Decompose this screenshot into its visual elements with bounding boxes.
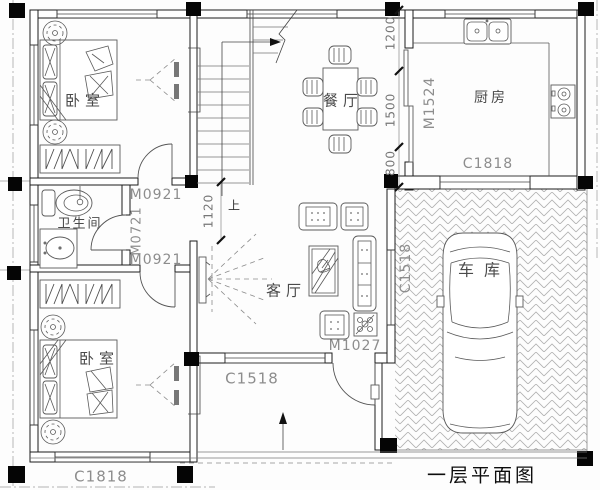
- dining-furniture: 餐厅: [302, 45, 378, 154]
- kitchen-fixtures: 厨房 C1818: [413, 18, 576, 176]
- stair-break-line: [275, 9, 298, 64]
- toilet: [41, 189, 93, 217]
- entry-door: [332, 362, 380, 406]
- wardrobe-top: [39, 144, 121, 174]
- gas-stove: [550, 84, 576, 119]
- coffee-table: [308, 245, 339, 297]
- garage-label: 车库: [458, 261, 510, 280]
- stair-direction-arrow: [270, 38, 281, 46]
- garage-window-label: C1518: [398, 243, 414, 293]
- stairs-up-label: 上: [228, 199, 240, 213]
- shower-symbol: [76, 186, 84, 206]
- throw-pillow: [84, 70, 114, 100]
- bedroom-bottom-door-label: M0921: [130, 252, 183, 268]
- living-window-label: C1518: [225, 370, 279, 388]
- wash-basin: [39, 228, 78, 269]
- garage-west-window: [386, 249, 396, 326]
- blanket-fold: [39, 84, 67, 121]
- dining-chair: [356, 77, 378, 97]
- fan-swirl: [42, 119, 68, 145]
- dim-1120: 1120: [202, 194, 216, 229]
- fan-swirl: [42, 20, 68, 46]
- bedroom-top-north-window: [56, 9, 158, 19]
- bathroom-label: 卫生间: [57, 217, 102, 232]
- bathroom-west-window: [29, 204, 39, 263]
- entrance-porch: [30, 412, 587, 464]
- dim-800: 800: [384, 150, 398, 176]
- kitchen-window-label: C1818: [463, 156, 513, 172]
- bedroom-top-furniture: 卧室: [39, 20, 121, 174]
- bedroom-bottom-west-window: [29, 329, 39, 426]
- bathroom-door-label: M0721: [130, 206, 145, 255]
- living-furniture: 客厅: [198, 202, 378, 340]
- dining-chair: [356, 107, 378, 127]
- living-label: 客厅: [266, 282, 306, 300]
- dimension-1120: 1120: [202, 177, 226, 245]
- entry-door-label: M1027: [329, 338, 382, 354]
- bedroom-bottom-south-window: [54, 451, 151, 463]
- bedroom-bottom-furniture: 卧室: [39, 279, 121, 445]
- armchair: [319, 310, 350, 340]
- floor-plan-title: 一层平面图: [427, 465, 537, 487]
- dining-label: 餐厅: [323, 92, 363, 110]
- throw-pillow: [86, 389, 114, 416]
- dimension-chain-vertical: 1200 1500 800: [384, 5, 404, 192]
- kitchen-sliding-door: [403, 49, 414, 163]
- staircase: 上: [197, 9, 298, 213]
- kitchen-sink: [463, 18, 512, 45]
- tv-unit: [198, 233, 272, 325]
- opening-labels: M0921 M0721 M0921 M1524 M1027 C1518 C151…: [74, 77, 438, 486]
- bedroom-top-casement: [136, 47, 201, 113]
- potted-plant: [353, 312, 378, 337]
- dining-chair: [328, 134, 352, 154]
- fan-swirl: [40, 419, 66, 445]
- fan-swirl: [40, 314, 66, 340]
- wardrobe-bottom: [39, 279, 121, 309]
- bedroom-bottom-label: 卧室: [79, 350, 119, 368]
- blanket-fold: [39, 339, 67, 376]
- dining-table: [322, 67, 359, 131]
- bedroom-bottom-door: [139, 271, 176, 308]
- throw-pillow: [85, 366, 114, 393]
- bedroom-top-door: [137, 143, 173, 179]
- dim-1200: 1200: [384, 16, 398, 51]
- bedroom-top-door-label: M0921: [130, 187, 183, 203]
- entry-arrow: [279, 412, 287, 424]
- garage-north-window: [439, 175, 531, 190]
- columns: [7, 2, 594, 483]
- bathroom-door: [90, 214, 127, 251]
- armchair: [340, 202, 369, 231]
- bedroom-top-west-window: [29, 44, 39, 126]
- kitchen-door-label: M1524: [422, 77, 438, 130]
- dining-chair: [302, 77, 324, 97]
- bathroom-fixtures: 卫生间: [39, 186, 102, 269]
- dining-chair: [328, 45, 352, 65]
- throw-pillow: [85, 45, 114, 72]
- kitchen-north-window: [444, 9, 536, 19]
- dim-1500: 1500: [384, 93, 398, 128]
- armchair: [298, 202, 338, 231]
- kitchen-label: 厨房: [474, 90, 508, 106]
- living-south-window: [224, 352, 326, 364]
- bedroom-bottom-window-label: C1818: [74, 468, 128, 486]
- sofa: [352, 235, 377, 312]
- bedroom-top-label: 卧室: [65, 92, 105, 110]
- car: 车库: [436, 232, 524, 434]
- dining-chair: [302, 107, 324, 127]
